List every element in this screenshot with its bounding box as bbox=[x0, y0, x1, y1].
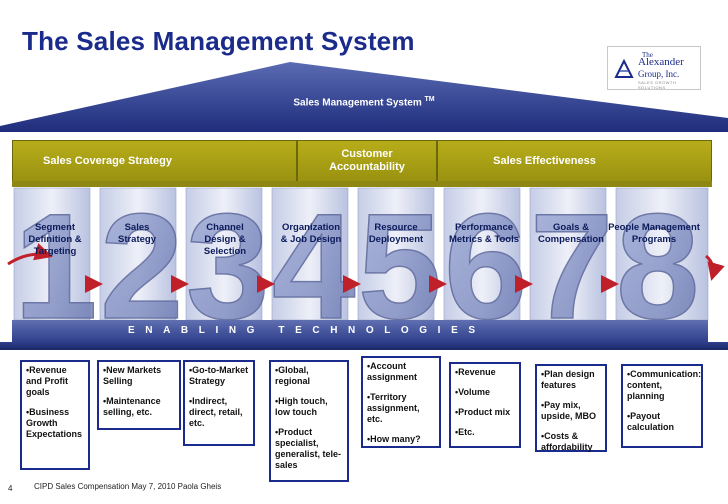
enabling-technologies-band bbox=[12, 320, 708, 342]
detail-item: •Costs & affordability bbox=[541, 431, 593, 452]
logo-text-name: Alexander bbox=[638, 56, 684, 68]
beam-customer-accountability: Customer Accountability bbox=[297, 140, 437, 182]
detail-item: •Plan design features bbox=[541, 369, 595, 390]
detail-item: •Maintenance selling, etc. bbox=[103, 396, 161, 417]
beam-bottom-edge bbox=[12, 181, 712, 187]
detail-box-1: •Revenue and Profit goals •Business Grow… bbox=[20, 360, 90, 470]
trademark-mark: TM bbox=[424, 96, 435, 103]
detail-item: •How many? bbox=[367, 434, 421, 444]
pillar-label-7: Goals & Compensation bbox=[538, 222, 604, 245]
detail-item: •Pay mix, upside, MBO bbox=[541, 400, 597, 421]
logo-mark-icon bbox=[614, 59, 634, 78]
pillar-columns bbox=[13, 187, 709, 321]
detail-item: •New Markets Selling bbox=[103, 365, 162, 386]
detail-item: •Etc. bbox=[455, 427, 475, 437]
detail-box-5: •Account assignment •Territory assignmen… bbox=[361, 356, 441, 448]
beam-label-right: Sales Effectiveness bbox=[493, 155, 596, 167]
detail-item: •Business Growth Expectations bbox=[26, 407, 83, 439]
footer-text: CIPD Sales Compensation May 7, 2010 Paol… bbox=[34, 482, 222, 491]
roof-label: Sales Management System TM bbox=[0, 96, 728, 108]
detail-item: •Product specialist, generalist, tele-sa… bbox=[275, 427, 342, 470]
detail-item: •Indirect, direct, retail, etc. bbox=[189, 396, 243, 428]
detail-item: •Volume bbox=[455, 387, 490, 397]
detail-item: •Territory assignment, etc. bbox=[367, 392, 420, 424]
logo-text-the: The bbox=[642, 51, 653, 59]
logo-tagline: SALES GROWTH SOLUTIONS bbox=[638, 80, 677, 90]
detail-box-8: •Communication: content, planning •Payou… bbox=[621, 364, 703, 448]
flow-arrows bbox=[7, 243, 725, 293]
detail-box-4: •Global, regional •High touch, low touch… bbox=[269, 360, 349, 482]
pillar-label-5: Resource Deployment bbox=[368, 222, 424, 245]
company-logo: The Alexander Group, Inc. SALES GROWTH S… bbox=[607, 46, 701, 90]
detail-item: •Payout calculation bbox=[627, 411, 675, 432]
detail-box-3: •Go-to-Market Strategy •Indirect, direct… bbox=[183, 360, 255, 446]
enabling-technologies-label: ENABLING TECHNOLOGIES bbox=[128, 325, 486, 336]
pillar-label-3: Channel Design & Selection bbox=[203, 222, 247, 257]
roof-label-text: Sales Management System bbox=[293, 97, 422, 109]
foundation-base bbox=[0, 342, 728, 350]
pillar-label-4: Organization & Job Design bbox=[280, 222, 342, 245]
roof bbox=[0, 62, 728, 132]
detail-item: •Revenue bbox=[455, 367, 496, 377]
pillar-label-8: People Management Programs bbox=[608, 222, 700, 245]
detail-item: •Communication: content, planning bbox=[627, 369, 702, 401]
page-title: The Sales Management System bbox=[22, 26, 415, 56]
detail-box-7: •Plan design features •Pay mix, upside, … bbox=[535, 364, 607, 452]
pillar-label-6: Performance Metrics & Tools bbox=[448, 222, 520, 245]
detail-item: •Go-to-Market Strategy bbox=[189, 365, 249, 386]
detail-item: •Global, regional bbox=[275, 365, 311, 386]
beam-label-center: Customer Accountability bbox=[329, 148, 405, 173]
detail-box-6: •Revenue •Volume •Product mix •Etc. bbox=[449, 362, 521, 448]
detail-box-2: •New Markets Selling •Maintenance sellin… bbox=[97, 360, 181, 430]
detail-item: •Account assignment bbox=[367, 361, 418, 382]
beam-label-left: Sales Coverage Strategy bbox=[43, 155, 173, 167]
logo-text-group: Group, Inc. bbox=[638, 69, 680, 79]
page-number: 4 bbox=[8, 484, 13, 493]
detail-item: •Product mix bbox=[455, 407, 511, 417]
detail-item: •Revenue and Profit goals bbox=[26, 365, 68, 397]
detail-item: •High touch, low touch bbox=[275, 396, 328, 417]
pillar-label-1: Segment Definition & Targeting bbox=[28, 222, 82, 257]
pillar-label-2: Sales Strategy bbox=[117, 222, 156, 245]
